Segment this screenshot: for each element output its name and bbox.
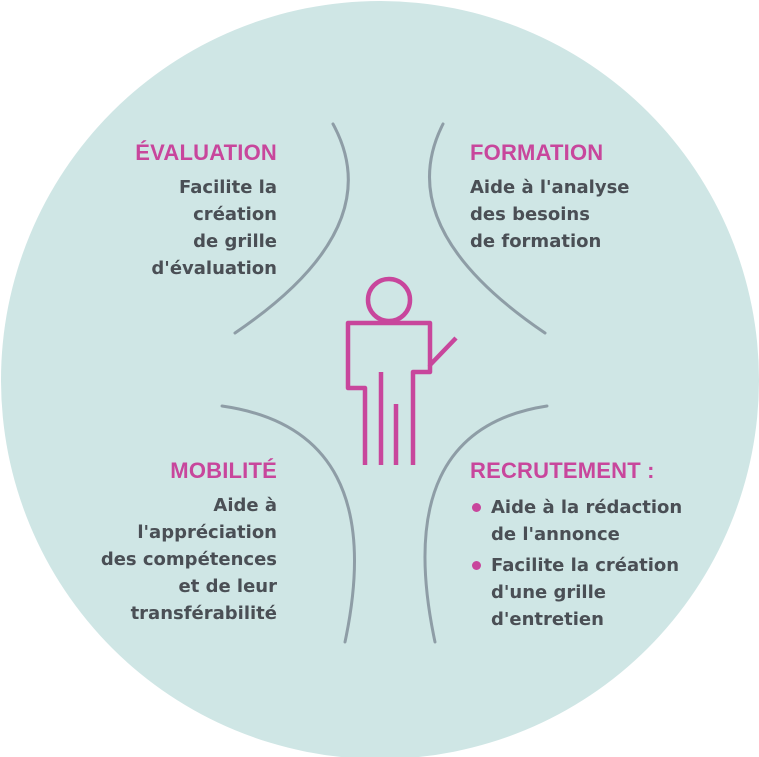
formation-line: de formation [470,231,602,252]
evaluation-line: création [193,204,277,225]
mobilite-text: Aide à l'appréciation des compétences et… [101,492,277,627]
evaluation-line: de grille [193,231,277,252]
mobilite-line: des compétences [100,549,277,570]
list-item: Facilite la création d'une grille d'entr… [470,552,682,633]
arc-bottom-right [423,404,549,644]
formation-title: FORMATION [470,140,604,165]
bullet-dot [472,561,481,570]
bullet-line: Aide à la rédaction [491,497,683,518]
evaluation-text: Facilite la création de grille d'évaluat… [151,174,277,282]
arc-top-right [428,122,547,335]
mobilite-line: Aide à [213,495,277,516]
formation-line: Aide à l'analyse [470,177,630,198]
mobilite-line: l'appréciation [137,522,277,543]
evaluation-line: Facilite la [179,177,277,198]
bullet-line: d'une grille [491,582,606,603]
recrutement-bullet-list: Aide à la rédaction de l'annonce Facilit… [470,494,682,633]
evaluation-line: d'évaluation [151,258,277,279]
formation-line: des besoins [470,204,590,225]
formation-text: Aide à l'analyse des besoins de formatio… [470,174,630,255]
evaluation-title: ÉVALUATION [135,140,277,165]
person-pointing-icon [345,276,458,465]
recrutement-title: RECRUTEMENT : [470,458,655,483]
mobilite-title: MOBILITÉ [170,458,277,483]
bullet-line: Facilite la création [491,555,680,576]
bullet-dot [472,503,481,512]
bullet-line: de l'annonce [491,524,620,545]
list-item: Aide à la rédaction de l'annonce [470,494,682,548]
bullet-line: d'entretien [491,609,604,630]
mobilite-line: transférabilité [130,603,277,624]
mobilite-line: et de leur [178,576,277,597]
arc-bottom-left [220,404,357,644]
arc-top-left [233,122,350,335]
recrutement-text: Aide à la rédaction de l'annonce Facilit… [470,494,682,637]
